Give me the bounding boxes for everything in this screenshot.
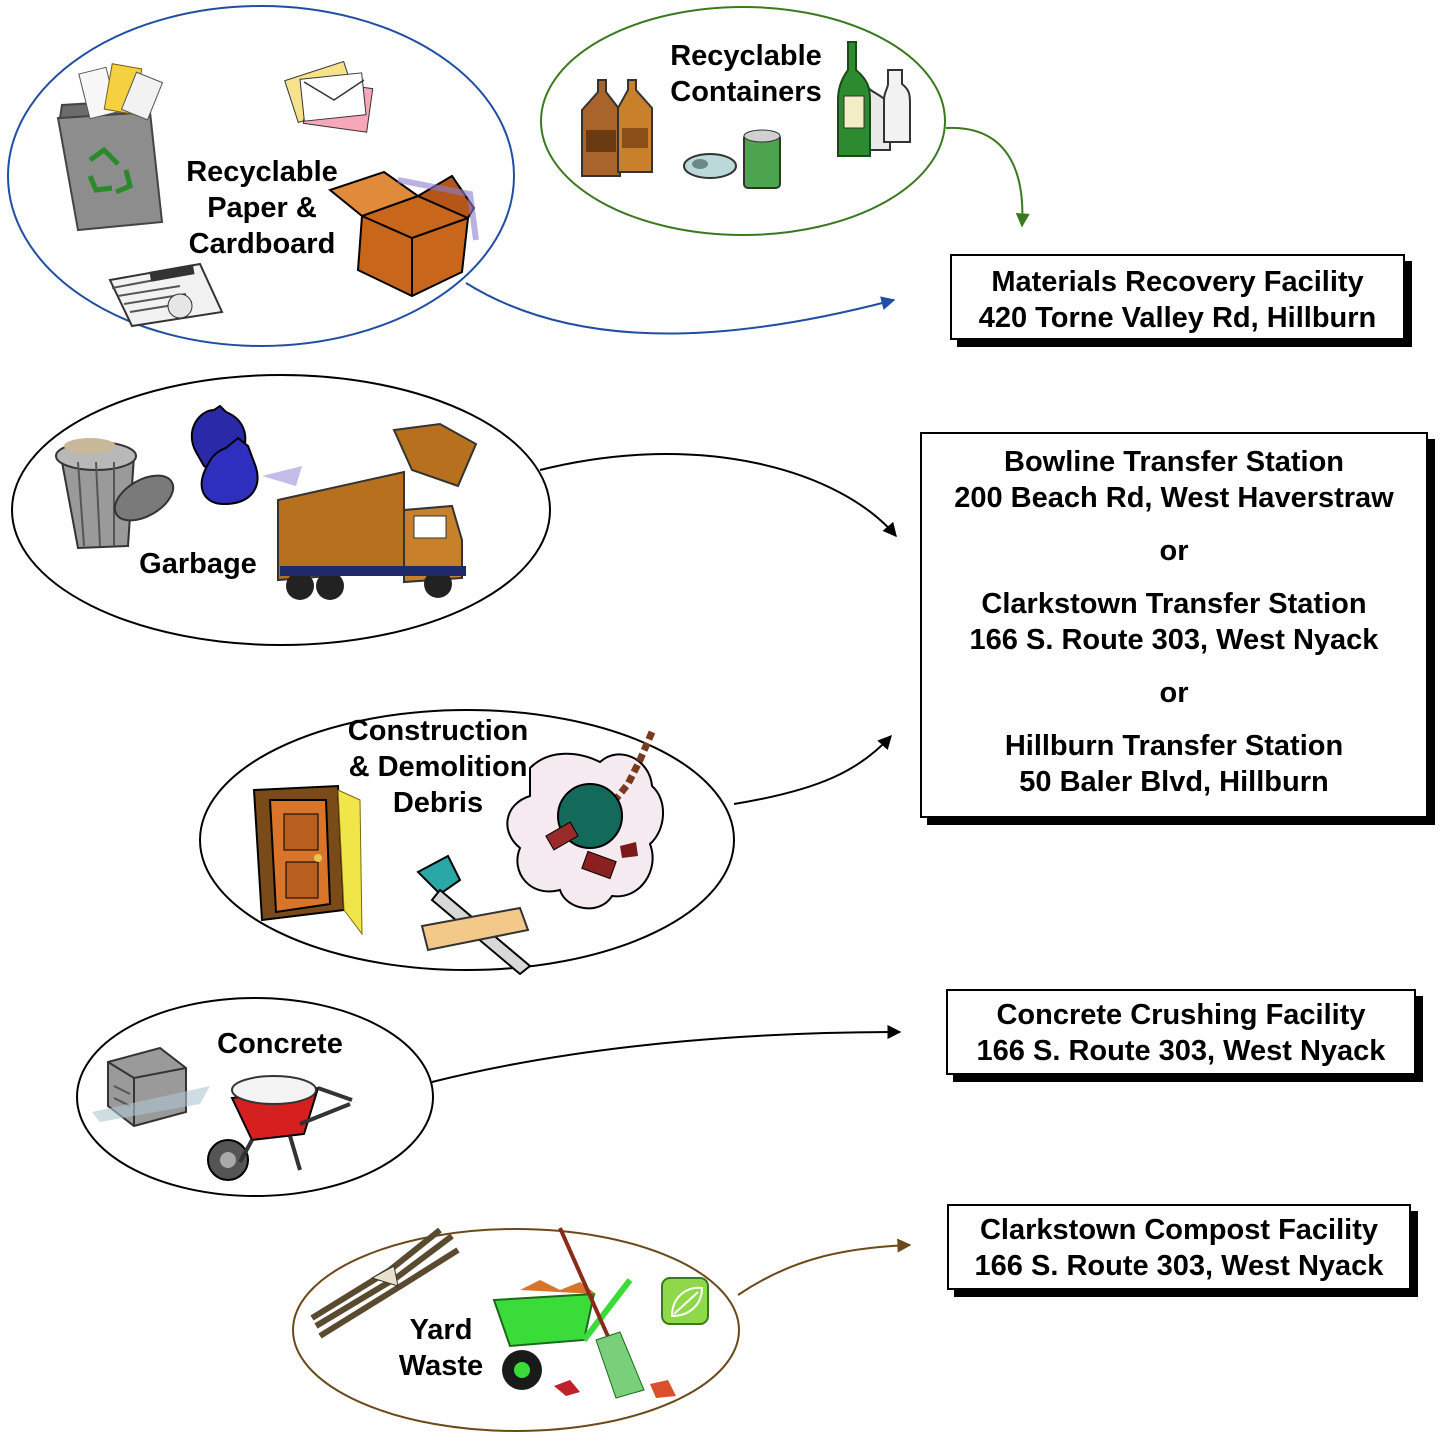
garbage-label: Garbage <box>122 546 274 582</box>
leaf-badge-icon <box>661 1277 709 1325</box>
concrete-label-line: Concrete <box>217 1028 343 1060</box>
construction-arrow <box>733 734 892 805</box>
paper-arrow <box>465 282 896 335</box>
wheelbarrow-icon <box>207 1075 353 1181</box>
construction-label-line: & Demolition <box>348 751 528 783</box>
construction-label-line: Construction <box>347 715 529 747</box>
transfer-stations-box: Bowline Transfer Station 200 Beach Rd, W… <box>920 432 1428 818</box>
or-separator: or <box>1159 535 1189 567</box>
door-icon <box>252 784 363 936</box>
facility-name: Hillburn Transfer Station <box>1004 730 1344 762</box>
facility-address: 166 S. Route 303, West Nyack <box>974 1250 1384 1282</box>
paper-label-line: Cardboard <box>188 228 336 260</box>
containers-label: Recyclable Containers <box>656 38 836 110</box>
concrete-label: Concrete <box>204 1026 356 1062</box>
glass-bottles-icon <box>837 41 911 157</box>
facility-address: 50 Baler Blvd, Hillburn <box>1019 766 1329 798</box>
containers-ellipse <box>540 6 946 236</box>
recycle-bin-icon <box>56 63 164 232</box>
yard-label-line: Yard <box>409 1314 473 1346</box>
saw-icon <box>416 854 532 976</box>
garbage-truck-icon <box>277 422 478 600</box>
facility-name: Clarkstown Transfer Station <box>981 588 1367 620</box>
plastic-bottles-icon <box>581 79 653 177</box>
facility-name: Bowline Transfer Station <box>1004 446 1344 478</box>
rake-icon <box>558 1227 645 1399</box>
facility-name: Concrete Crushing Facility <box>996 999 1366 1031</box>
trash-can-icon <box>55 438 175 550</box>
concrete-crushing-box: Concrete Crushing Facility 166 S. Route … <box>946 989 1416 1075</box>
garbage-arrow <box>539 453 897 538</box>
cans-icon <box>683 129 781 189</box>
branches-icon <box>310 1227 460 1339</box>
facility-name: Materials Recovery Facility <box>991 266 1364 298</box>
or-separator: or <box>1159 677 1189 709</box>
compost-facility-box: Clarkstown Compost Facility 166 S. Route… <box>947 1204 1411 1290</box>
facility-address: 166 S. Route 303, West Nyack <box>976 1035 1386 1067</box>
yard-label-line: Waste <box>398 1350 484 1382</box>
construction-label: Construction & Demolition Debris <box>334 713 542 821</box>
mrf-box: Materials Recovery Facility 420 Torne Va… <box>950 254 1405 340</box>
yard-arrow <box>737 1238 912 1296</box>
leaf-wheelbarrow-icon <box>492 1278 676 1398</box>
yard-label: Yard Waste <box>386 1312 496 1384</box>
wrecking-ball-icon <box>506 730 665 910</box>
containers-arrow <box>945 126 1030 228</box>
garbage-bags-icon <box>190 404 302 506</box>
facility-address: 166 S. Route 303, West Nyack <box>969 624 1379 656</box>
containers-label-line: Recyclable <box>670 40 822 72</box>
cinder-block-icon <box>92 1046 210 1128</box>
facility-address: 200 Beach Rd, West Haverstraw <box>954 482 1394 514</box>
construction-label-line: Debris <box>392 787 484 819</box>
newspaper-icon <box>108 262 224 328</box>
paper-label-line: Paper & <box>207 192 317 224</box>
garbage-label-line: Garbage <box>139 548 257 580</box>
concrete-arrow <box>431 1025 902 1083</box>
envelopes-icon <box>284 60 374 133</box>
paper-label: Recyclable Paper & Cardboard <box>172 154 352 262</box>
cardboard-box-icon <box>327 170 479 298</box>
facility-address: 420 Torne Valley Rd, Hillburn <box>978 302 1377 334</box>
paper-label-line: Recyclable <box>186 156 338 188</box>
facility-name: Clarkstown Compost Facility <box>979 1214 1378 1246</box>
containers-label-line: Containers <box>670 76 822 108</box>
